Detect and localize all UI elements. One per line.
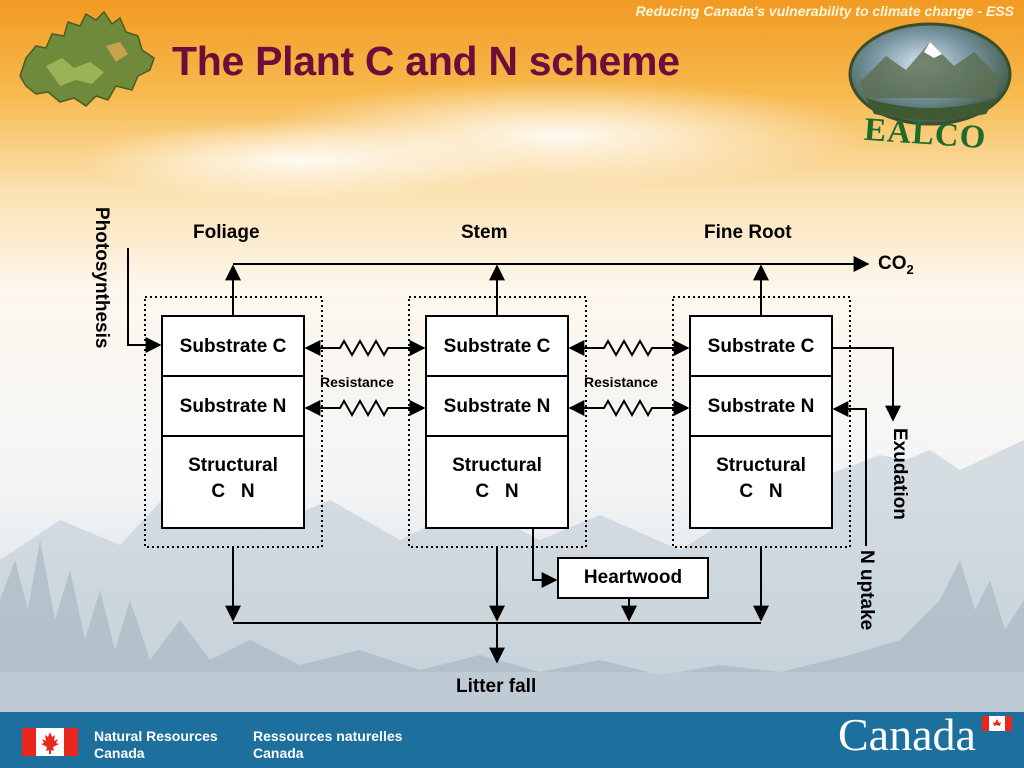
header-tagline: Reducing Canada's vulnerability to clima… <box>635 3 1014 19</box>
structural-line1: Structural <box>188 455 278 476</box>
n-uptake-label: N uptake <box>856 550 877 631</box>
page-title: The Plant C and N scheme <box>172 38 680 84</box>
heartwood-arrow <box>532 528 558 588</box>
nrcan-french-line1: Ressources naturelles <box>253 728 403 744</box>
foliage-dotted-outline <box>144 296 323 548</box>
column-label-fine-root: Fine Root <box>704 222 792 243</box>
resistance-label-left: Resistance <box>320 374 394 390</box>
foliage-substrate-c: Substrate C <box>179 336 287 357</box>
column-label-stem: Stem <box>461 222 508 243</box>
root-pools <box>689 315 833 529</box>
column-label-foliage: Foliage <box>193 222 260 243</box>
stem-structural: Structural C N <box>426 453 568 505</box>
root-substrate-n: Substrate N <box>707 396 815 417</box>
stem-substrate-c: Substrate C <box>443 336 551 357</box>
root-dotted-outline <box>672 296 851 548</box>
nrcan-english-line1: Natural Resources <box>94 728 218 744</box>
nrcan-english: Natural Resources Canada <box>94 728 218 762</box>
root-structural: Structural C N <box>690 453 832 505</box>
litter-fall-label: Litter fall <box>456 676 537 697</box>
structural-line2: C N <box>211 481 255 502</box>
n-uptake-arrow <box>832 401 867 546</box>
photosynthesis-label: Photosynthesis <box>91 207 112 349</box>
plant-cn-diagram <box>127 248 901 664</box>
co2-subscript: 2 <box>906 261 914 277</box>
nrcan-english-line2: Canada <box>94 745 145 761</box>
nrcan-french: Ressources naturelles Canada <box>253 728 402 762</box>
exudation-label: Exudation <box>889 428 910 520</box>
foliage-pools <box>161 315 305 529</box>
co2-label: CO2 <box>878 253 914 277</box>
stem-dotted-outline <box>408 296 587 548</box>
wordmark-flag-icon <box>982 716 1012 731</box>
footer-bar <box>0 712 1024 768</box>
heartwood-label: Heartwood <box>583 567 683 588</box>
structural-line1: Structural <box>716 455 806 476</box>
structural-line2: C N <box>475 481 519 502</box>
root-substrate-c: Substrate C <box>707 336 815 357</box>
stem-substrate-n: Substrate N <box>443 396 551 417</box>
structural-line2: C N <box>739 481 783 502</box>
litter-fall-flows <box>225 548 769 664</box>
photosynthesis-arrow <box>127 248 162 353</box>
structural-line1: Structural <box>452 455 542 476</box>
canada-map-logo <box>19 10 155 107</box>
canada-flag-icon <box>22 728 78 756</box>
resistance-substrate-c <box>304 338 690 358</box>
resistance-label-right: Resistance <box>584 374 658 390</box>
canada-wordmark: Canada <box>838 709 976 760</box>
foliage-substrate-n: Substrate N <box>179 396 287 417</box>
resistance-substrate-n <box>304 398 690 418</box>
ealco-globe-logo <box>848 22 1012 126</box>
co2-base: CO <box>878 253 907 274</box>
co2-respiration-arrows <box>225 256 870 316</box>
foliage-structural: Structural C N <box>162 453 304 505</box>
nrcan-french-line2: Canada <box>253 745 304 761</box>
heartwood-box <box>557 557 709 599</box>
exudation-arrow <box>832 347 901 422</box>
